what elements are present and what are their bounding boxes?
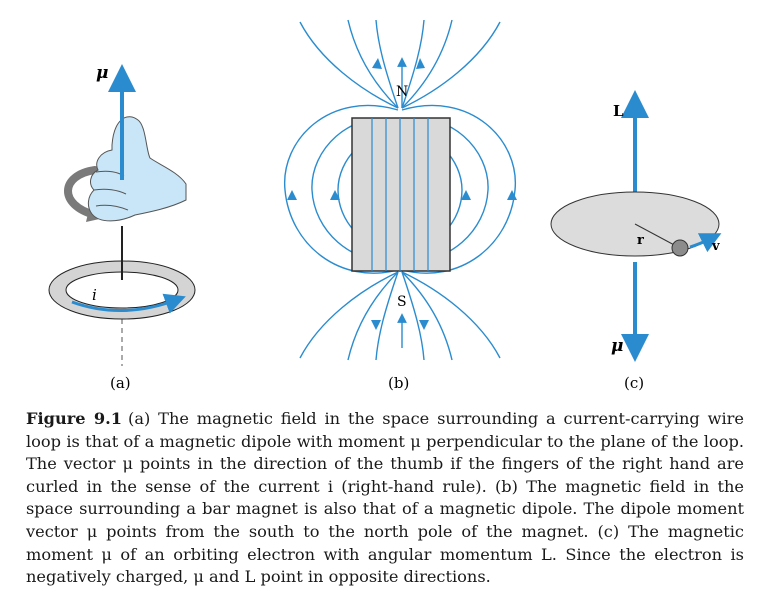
panel-c: r v L μ (c) [550, 90, 722, 392]
current-arrow [71, 293, 186, 314]
panel-a: μ i (a) [48, 63, 196, 392]
bar-magnet [351, 117, 451, 272]
moment-symbol-a: μ [96, 63, 108, 83]
caption-text: (a) The magnetic field in the space surr… [26, 409, 744, 587]
current-symbol: i [92, 286, 97, 304]
radius-line [634, 223, 679, 248]
moment-symbol-c: μ [611, 336, 623, 356]
right-hand-icon [87, 116, 187, 222]
panel-c-label: (c) [624, 374, 644, 392]
current-loop [48, 260, 196, 320]
figure-illustration: μ i (a) [48, 19, 722, 392]
velocity-arrow [689, 233, 722, 253]
figure-caption: Figure 9.1(a) The magnetic field in the … [26, 408, 744, 589]
angular-momentum-symbol: L [613, 102, 624, 120]
caption-label: Figure 9.1 [26, 409, 123, 428]
panel-a-label: (a) [110, 374, 131, 392]
panel-b-label: (b) [388, 374, 409, 392]
north-pole-label: N [396, 84, 408, 100]
electron-icon [671, 239, 689, 257]
field-arrowheads [287, 58, 517, 330]
south-pole-label: S [397, 294, 407, 310]
radius-symbol: r [637, 233, 644, 248]
curl-arrow-icon [64, 166, 99, 219]
velocity-symbol: v [711, 239, 720, 254]
